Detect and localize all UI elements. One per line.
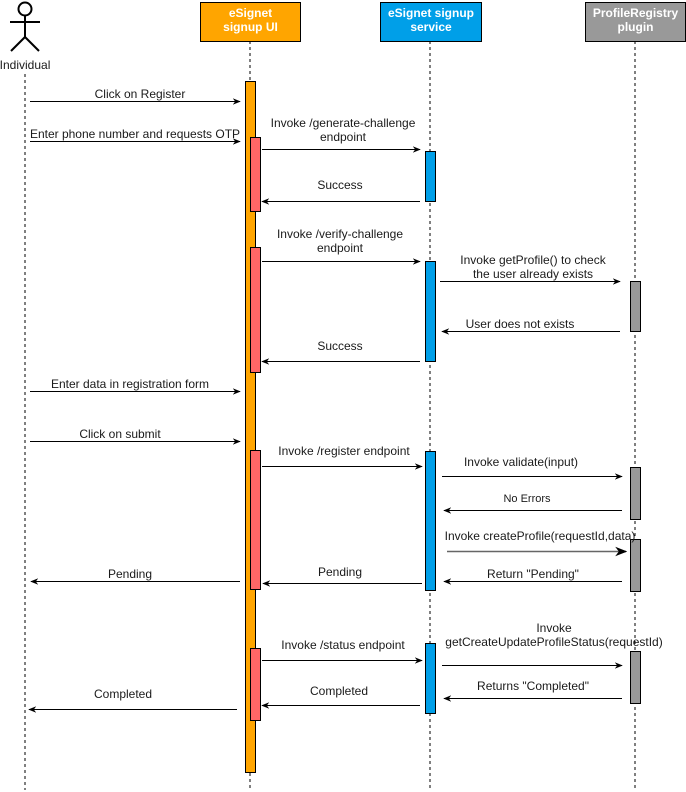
message-service-to-ui: Completed: [261, 684, 420, 709]
participant-plugin-label: plugin: [618, 20, 654, 34]
message-service-to-plugin: Invoke validate(input): [442, 455, 623, 480]
message-label: Click on Register: [95, 87, 186, 101]
activation-bar-ui: [250, 137, 261, 212]
message-label: No Errors: [503, 493, 551, 505]
activation-bar-plugin: [630, 651, 641, 704]
participant-ui-box: [200, 2, 301, 42]
activation-bar-plugin: [630, 281, 641, 332]
message-label: Invoke createProfile(requestId,data): [445, 529, 636, 543]
activation-bar-ui: [250, 247, 261, 373]
message-service-to-plugin: Invoke createProfile(requestId,data): [445, 529, 636, 557]
message-label: Completed: [310, 684, 368, 698]
message-label: Completed: [94, 687, 152, 701]
message-plugin-to-service: No Errors: [443, 493, 622, 514]
message-label: Pending: [318, 565, 362, 579]
participant-ui-label: signup UI: [223, 20, 278, 34]
actor-label: Individual: [0, 58, 50, 72]
message-individual-to-ui: Enter data in registration form: [30, 377, 241, 395]
participant-service-label: eSignet signup: [388, 6, 474, 20]
message-label: Invoke /generate-challenge: [271, 116, 416, 130]
message-label: endpoint: [317, 241, 364, 255]
message-service-to-ui: Pending: [262, 565, 422, 587]
message-ui-to-service: Invoke /status endpoint: [262, 638, 423, 664]
message-plugin-to-service: Return "Pending": [443, 567, 622, 585]
message-label: Return "Pending": [487, 567, 579, 581]
participant-ui-label: eSignet: [229, 6, 272, 20]
message-individual-to-ui: Click on submit: [30, 427, 241, 445]
participant-service-label: service: [410, 20, 452, 34]
message-label: getCreateUpdateProfileStatus(requestId): [445, 635, 662, 649]
message-label: Enter phone number and requests OTP: [30, 127, 240, 141]
message-label: Invoke /status endpoint: [281, 638, 405, 652]
message-label: Invoke /register endpoint: [278, 444, 410, 458]
actor-individual-icon: [10, 1, 40, 52]
message-label: Pending: [108, 567, 152, 581]
activation-bar-service: [425, 643, 436, 714]
message-ui-to-service: Invoke /register endpoint: [262, 444, 423, 470]
message-service-to-plugin: InvokegetCreateUpdateProfileStatus(reque…: [442, 621, 663, 669]
message-label: Click on submit: [79, 427, 161, 441]
message-label: Invoke getProfile() to check: [460, 253, 606, 267]
message-label: Enter data in registration form: [51, 377, 209, 391]
message-label: Invoke: [536, 621, 572, 635]
activation-bar-plugin: [630, 539, 641, 592]
activation-bar-ui: [250, 648, 261, 721]
message-individual-to-ui: Click on Register: [30, 87, 241, 105]
activation-bar-service: [425, 151, 436, 202]
message-plugin-to-service: User does not exists: [441, 317, 620, 335]
message-service-to-ui: Success: [261, 178, 420, 205]
activation-bar-ui: [250, 450, 261, 590]
message-label: Invoke /verify-challenge: [277, 227, 403, 241]
participant-plugin-label: ProfileRegistry: [593, 6, 679, 20]
activation-bar-service: [425, 261, 436, 362]
message-label: the user already exists: [473, 267, 593, 281]
activation-bar-service: [425, 451, 436, 591]
message-plugin-to-service: Returns "Completed": [443, 679, 622, 702]
message-individual-to-ui: Enter phone number and requests OTP: [30, 127, 241, 145]
message-label: Success: [317, 339, 362, 353]
participant-service-box: [380, 2, 482, 42]
message-service-to-ui: Success: [261, 339, 420, 365]
message-label: Invoke validate(input): [464, 455, 578, 469]
message-ui-to-individual: Completed: [28, 687, 237, 713]
message-label: Returns "Completed": [477, 679, 589, 693]
message-ui-to-individual: Pending: [30, 567, 240, 585]
message-label: endpoint: [320, 130, 367, 144]
activation-bar-ui: [245, 81, 256, 773]
activation-bar-plugin: [630, 467, 641, 520]
message-label: Success: [317, 178, 362, 192]
message-label: User does not exists: [466, 317, 575, 331]
